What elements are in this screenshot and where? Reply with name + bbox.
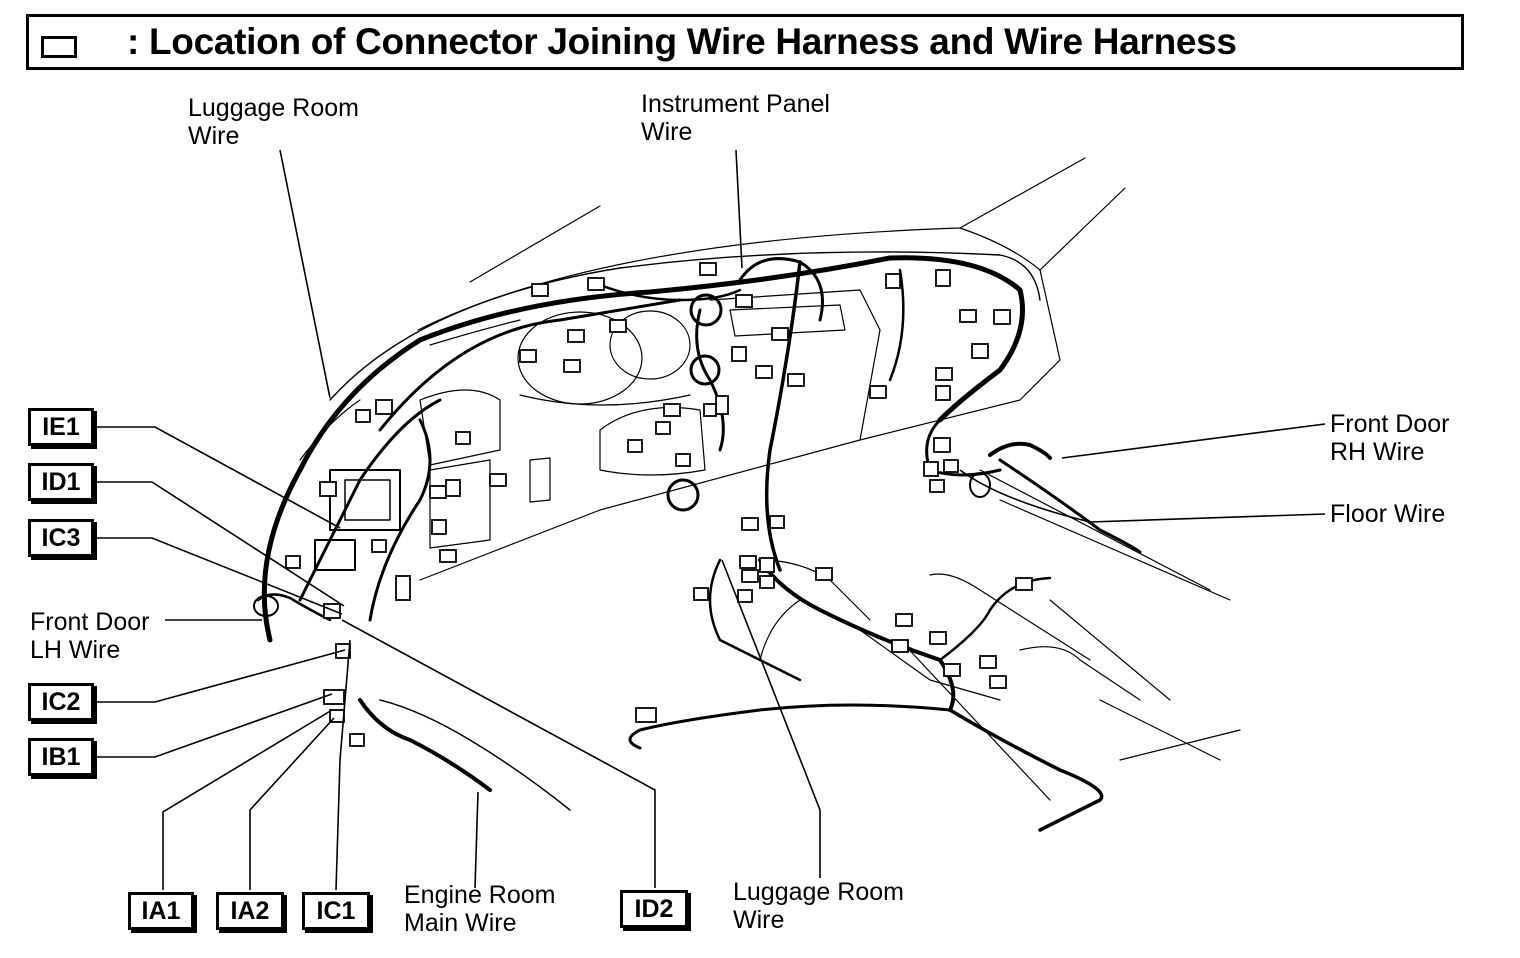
- connector-legend-symbol: [41, 36, 77, 58]
- connector-code-ia2: IA2: [216, 892, 284, 930]
- front-door-rh-wire-label: Front Door RH Wire: [1330, 410, 1450, 466]
- floor-wire-label: Floor Wire: [1330, 500, 1446, 528]
- instrument-panel-wire-label: Instrument Panel Wire: [641, 90, 830, 146]
- connector-code-ie1: IE1: [28, 408, 94, 446]
- luggage-room-wire-bottom-label: Luggage Room Wire: [733, 878, 904, 934]
- engine-room-main-wire-label: Engine Room Main Wire: [404, 881, 556, 937]
- front-door-lh-wire-label: Front Door LH Wire: [30, 608, 150, 664]
- title-box: : Location of Connector Joining Wire Har…: [26, 14, 1464, 70]
- luggage-room-wire-top-label: Luggage Room Wire: [188, 94, 359, 150]
- connector-code-ic3: IC3: [28, 519, 94, 557]
- connector-code-id1: ID1: [28, 463, 94, 501]
- connector-code-ib1: IB1: [28, 738, 94, 776]
- diagram-title: : Location of Connector Joining Wire Har…: [127, 21, 1237, 62]
- connector-code-id2: ID2: [620, 890, 688, 928]
- connector-code-ia1: IA1: [128, 892, 194, 930]
- connector-code-ic2: IC2: [28, 683, 94, 721]
- connector-code-ic1: IC1: [302, 892, 370, 930]
